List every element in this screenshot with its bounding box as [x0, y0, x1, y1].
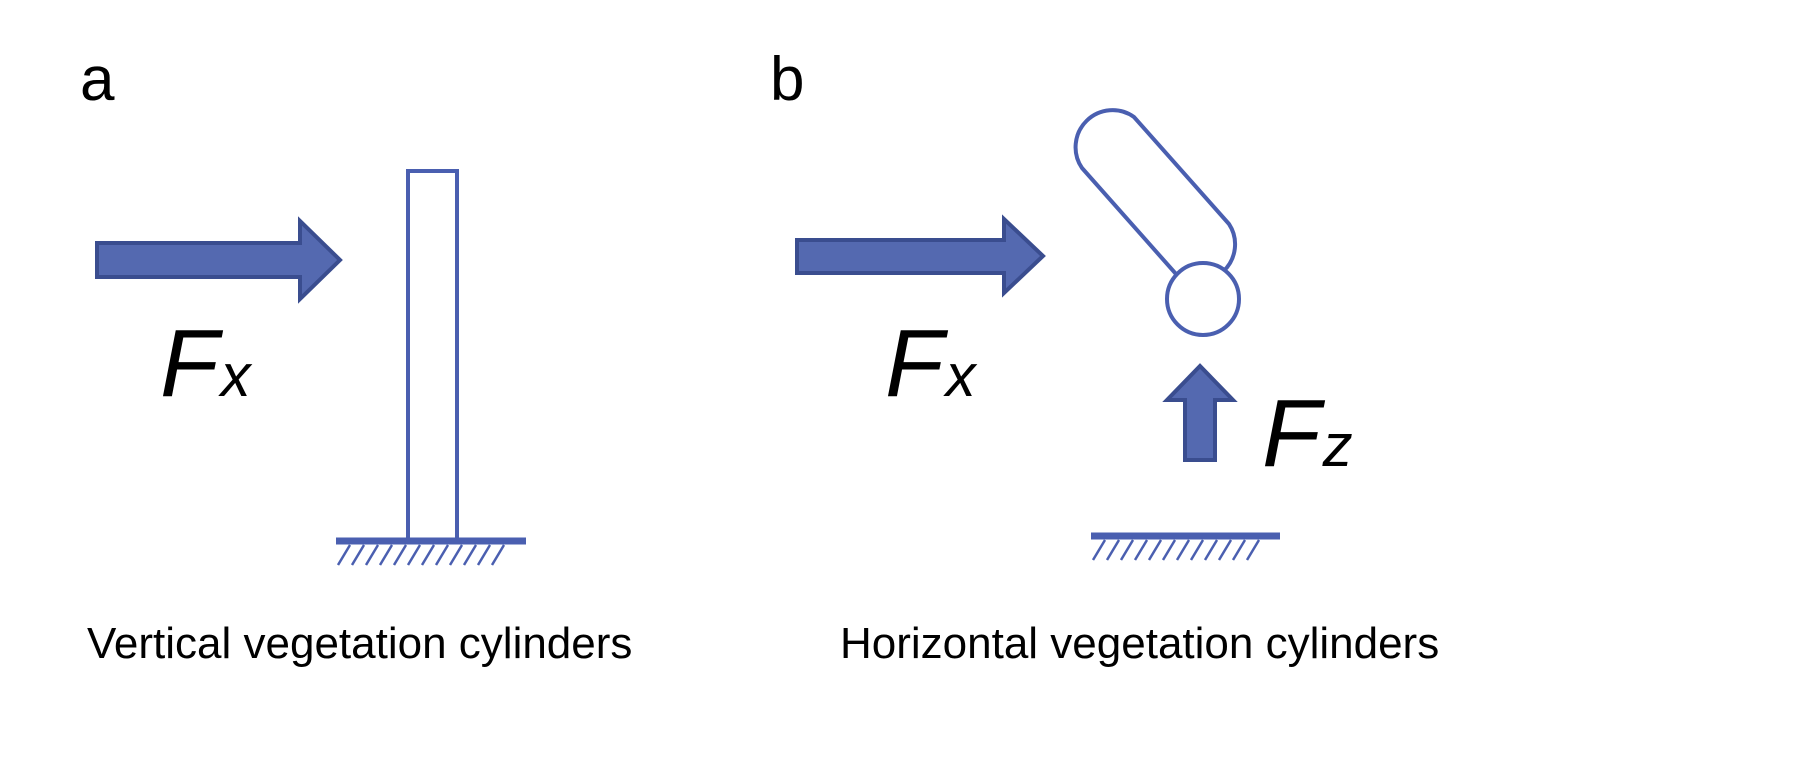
- inclined-cylinder-body: [1073, 108, 1238, 284]
- hatch-mark: [1105, 539, 1121, 561]
- hatch-mark: [420, 544, 436, 566]
- hatch-mark: [406, 544, 422, 566]
- inclined-cylinder: [1073, 108, 1241, 337]
- hatch-mark: [462, 544, 478, 566]
- hatch-mark: [1189, 539, 1205, 561]
- panel-a-force-x-sub: x: [218, 342, 253, 409]
- hatch-mark: [1091, 539, 1107, 561]
- hatch-mark: [1203, 539, 1219, 561]
- panel-b-force-x-main: F: [885, 310, 949, 417]
- panel-a: a Fx Vertical vegetation cylinders: [80, 45, 632, 668]
- panel-b-flow-arrow: [795, 214, 1046, 298]
- hatch-mark: [476, 544, 492, 566]
- panel-b-ground-hatching: [1091, 539, 1261, 561]
- panel-a-letter: a: [80, 45, 115, 114]
- panel-a-caption: Vertical vegetation cylinders: [87, 619, 632, 668]
- panel-b: b Fx Fz Horizontal vegetation cylinders: [770, 45, 1439, 668]
- hatch-mark: [1231, 539, 1247, 561]
- hatch-mark: [350, 544, 366, 566]
- hatch-mark: [434, 544, 450, 566]
- panel-a-flow-arrow: [95, 216, 343, 304]
- panel-b-letter: b: [770, 45, 804, 114]
- hatch-mark: [1147, 539, 1163, 561]
- hatch-mark: [1133, 539, 1149, 561]
- panel-b-caption: Horizontal vegetation cylinders: [840, 619, 1439, 668]
- hatch-mark: [1245, 539, 1261, 561]
- hatch-mark: [490, 544, 506, 566]
- panel-b-force-x-sub: x: [943, 342, 978, 409]
- panel-a-force-x-label: Fx: [160, 310, 253, 417]
- panel-b-lift-arrow: [1162, 363, 1238, 462]
- hatch-mark: [1119, 539, 1135, 561]
- panel-b-force-z-label: Fz: [1262, 380, 1353, 487]
- panel-b-force-x-label: Fx: [885, 310, 978, 417]
- hatch-mark: [336, 544, 352, 566]
- panel-a-ground-hatching: [336, 544, 506, 566]
- hatch-mark: [448, 544, 464, 566]
- hatch-mark: [1161, 539, 1177, 561]
- hatch-mark: [378, 544, 394, 566]
- hatch-mark: [364, 544, 380, 566]
- panel-b-force-z-sub: z: [1322, 412, 1353, 479]
- hatch-mark: [392, 544, 408, 566]
- panel-a-force-x-main: F: [160, 310, 224, 417]
- vertical-cylinder: [406, 169, 459, 543]
- inclined-cylinder-end-cap: [1165, 261, 1241, 337]
- panel-b-force-z-main: F: [1262, 380, 1326, 487]
- hatch-mark: [1217, 539, 1233, 561]
- hatch-mark: [1175, 539, 1191, 561]
